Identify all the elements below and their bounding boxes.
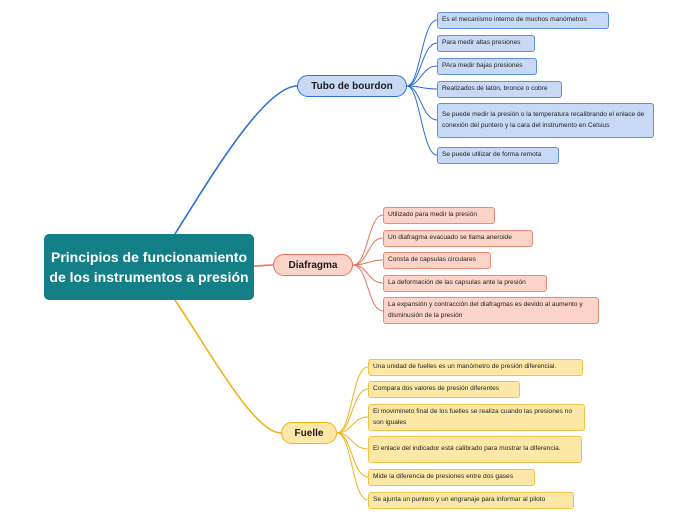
leaf-fuelle-5[interactable]: Mide la diferencia de presiones entre do… [368,469,535,486]
leaf-fuelle-6[interactable]: Se ajunta un puntero y un engranaje para… [368,492,574,509]
leaf-fuelle-1[interactable]: Una unidad de fuelles es un manómetro de… [368,359,583,376]
branch-diafragma[interactable]: Diafragma [273,254,353,276]
leaf-bourdon-5[interactable]: Se puede medir la presión o la temperatu… [437,103,654,138]
leaf-fuelle-3[interactable]: El movimineto final de los fuelles se re… [368,404,585,431]
central-topic[interactable]: Principios de funcionamiento de los inst… [44,234,254,300]
leaf-diafragma-4[interactable]: La deformación de las capsulas ante la p… [383,275,547,292]
leaf-bourdon-6[interactable]: Se puede utilizar de forma remota [437,147,559,164]
branch-fuelle[interactable]: Fuelle [281,422,337,444]
leaf-diafragma-3[interactable]: Consta de capsulas circulares [383,252,491,269]
leaf-bourdon-3[interactable]: PAra medir bajas presiones [437,58,537,75]
leaf-diafragma-1[interactable]: Utilizado para medir la presión [383,207,495,224]
leaf-bourdon-4[interactable]: Realizados de latón, bronce o cobre [437,81,562,98]
leaf-diafragma-2[interactable]: Un diafragma evacuado se llama aneroide [383,230,533,247]
leaf-bourdon-2[interactable]: Para medir altas presiones [437,35,535,52]
leaf-fuelle-2[interactable]: Compara dos valores de presión diferente… [368,381,520,398]
leaf-bourdon-1[interactable]: Es el mecanismo interno de muchos manóme… [437,12,609,29]
leaf-diafragma-5[interactable]: La expansión y contracción del diafragma… [383,297,599,324]
leaf-fuelle-4[interactable]: El enlace del indicador está calibrado p… [368,436,582,463]
branch-tubo-de-bourdon[interactable]: Tubo de bourdon [297,75,407,97]
